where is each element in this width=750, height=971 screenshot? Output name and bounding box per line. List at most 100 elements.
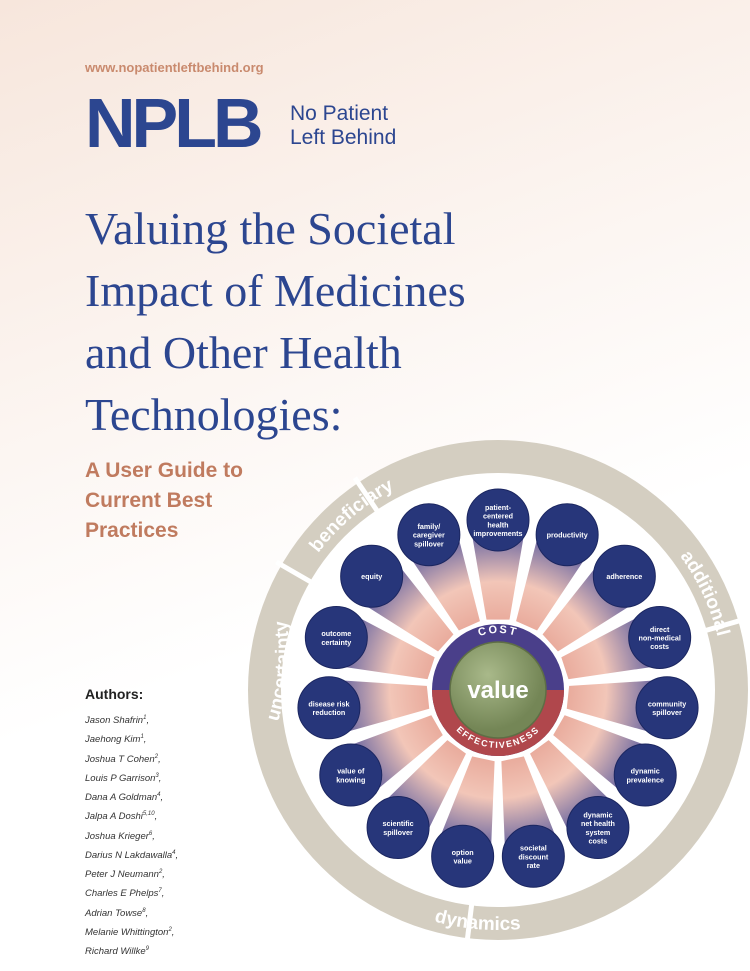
petal-bubble: [340, 544, 404, 608]
logo-line-2: Left Behind: [290, 126, 397, 149]
author-name: Richard Willke: [85, 946, 146, 958]
petal-label-line: disease risk: [308, 699, 349, 708]
petal-label: productivity: [547, 531, 588, 540]
petal-label-line: reduction: [313, 708, 346, 717]
author-affiliation: 4: [172, 849, 176, 856]
petal-label-line: option: [452, 848, 474, 857]
petal-label-line: outcome: [321, 629, 351, 638]
petal-label-line: rate: [527, 861, 540, 870]
petal-label-line: certainty: [321, 638, 351, 647]
petal-label-line: costs: [650, 642, 669, 651]
author-affiliation: 1: [140, 734, 144, 741]
logo-line-1: No Patient: [290, 102, 389, 125]
category-divider: [464, 903, 475, 945]
author-affiliation: 6: [148, 830, 153, 837]
subtitle-line: A User Guide to: [85, 459, 243, 482]
petal-label-line: scientific: [382, 819, 413, 828]
petal-bubble: [431, 824, 495, 888]
petal-bubble: [628, 605, 692, 669]
subtitle-line: Practices: [85, 519, 179, 542]
author-name: Jaehong Kim: [85, 734, 141, 746]
author-item: Jalpa A Doshi5,10,: [85, 811, 158, 823]
petal-bubble: [397, 503, 461, 567]
author-item: Louis P Garrison3,: [85, 772, 162, 784]
value-core: [449, 641, 547, 739]
logo-letters: NPLB: [85, 84, 264, 162]
authors-list: Jason Shafrin1,Jaehong Kim1,Joshua T Coh…: [85, 710, 178, 960]
petal-label-line: caregiver: [413, 531, 445, 540]
author-item: Peter J Neumann2,: [85, 869, 165, 881]
petal-label-line: value of: [337, 767, 365, 776]
category-divider: [352, 476, 380, 514]
author-item: Adrian Towse8,: [85, 907, 149, 919]
author-affiliation: 7: [158, 888, 162, 895]
petal-label-line: adherence: [606, 572, 642, 581]
author-item: Joshua Krieger6,: [85, 830, 155, 842]
author-item: Darius N Lakdawalla4,: [85, 849, 179, 861]
petal-bubble: [501, 824, 565, 888]
petal-label: adherence: [606, 572, 642, 581]
petal-label-line: costs: [589, 836, 608, 845]
petal-bubble: [535, 503, 599, 567]
author-affiliation: 5,10: [142, 811, 155, 818]
title-line: and Other Health: [85, 327, 402, 378]
petal-label-line: health: [487, 520, 508, 529]
cost-label: COST: [477, 624, 519, 639]
petal-bubble: [613, 743, 677, 807]
author-name: Melanie Whittington: [85, 926, 169, 938]
author-name: Adrian Towse: [85, 907, 143, 919]
title-line: Impact of Medicines: [85, 265, 466, 316]
author-affiliation: 4: [157, 792, 161, 798]
petal-label-line: societal: [520, 844, 547, 853]
author-item: Joshua T Cohen2,: [85, 753, 161, 765]
petal-label-line: spillover: [383, 828, 413, 837]
category-divider: [703, 617, 745, 634]
petal-bubble: [319, 743, 383, 807]
petal-label-line: productivity: [547, 531, 588, 540]
document-subtitle: A User Guide to Current Best Practices: [85, 456, 305, 546]
author-name: Louis P Garrison: [85, 772, 156, 784]
author-affiliation: 3: [155, 772, 159, 779]
petal-label-line: non-medical: [639, 633, 681, 642]
author-item: Melanie Whittington2,: [85, 926, 175, 938]
petal-label-line: dynamic: [631, 767, 660, 776]
petal-label-line: net health: [581, 819, 615, 828]
author-item: Jaehong Kim1,: [85, 734, 147, 746]
author-item: Richard Willke9: [85, 941, 178, 960]
petal-bubble: [566, 796, 630, 860]
petal-bubble: [366, 796, 430, 860]
petal-label-line: improvements: [473, 529, 522, 538]
author-affiliation: 9: [145, 946, 149, 952]
title-line: Technologies:: [85, 389, 343, 440]
petal-label-line: community: [648, 699, 686, 708]
author-name: Dana A Goldman: [85, 792, 158, 804]
petal-bubble: [592, 544, 656, 608]
author-name: Jalpa A Doshi: [85, 811, 143, 823]
author-affiliation: 2: [154, 753, 159, 760]
petal-label-line: spillover: [652, 708, 682, 717]
petal-label-line: direct: [650, 625, 670, 634]
logo-tagline: No Patient Left Behind: [290, 102, 396, 150]
category-divider: [275, 559, 314, 585]
subtitle-line: Current Best: [85, 489, 213, 512]
author-name: Jason Shafrin: [85, 715, 144, 727]
petal-label-line: system: [586, 828, 611, 837]
author-item: Dana A Goldman4,: [85, 792, 164, 804]
petal-label-line: dynamic: [583, 811, 612, 820]
petal-label-line: spillover: [414, 539, 444, 548]
petal-bubble: [304, 605, 368, 669]
petal-label-line: value: [453, 857, 471, 866]
